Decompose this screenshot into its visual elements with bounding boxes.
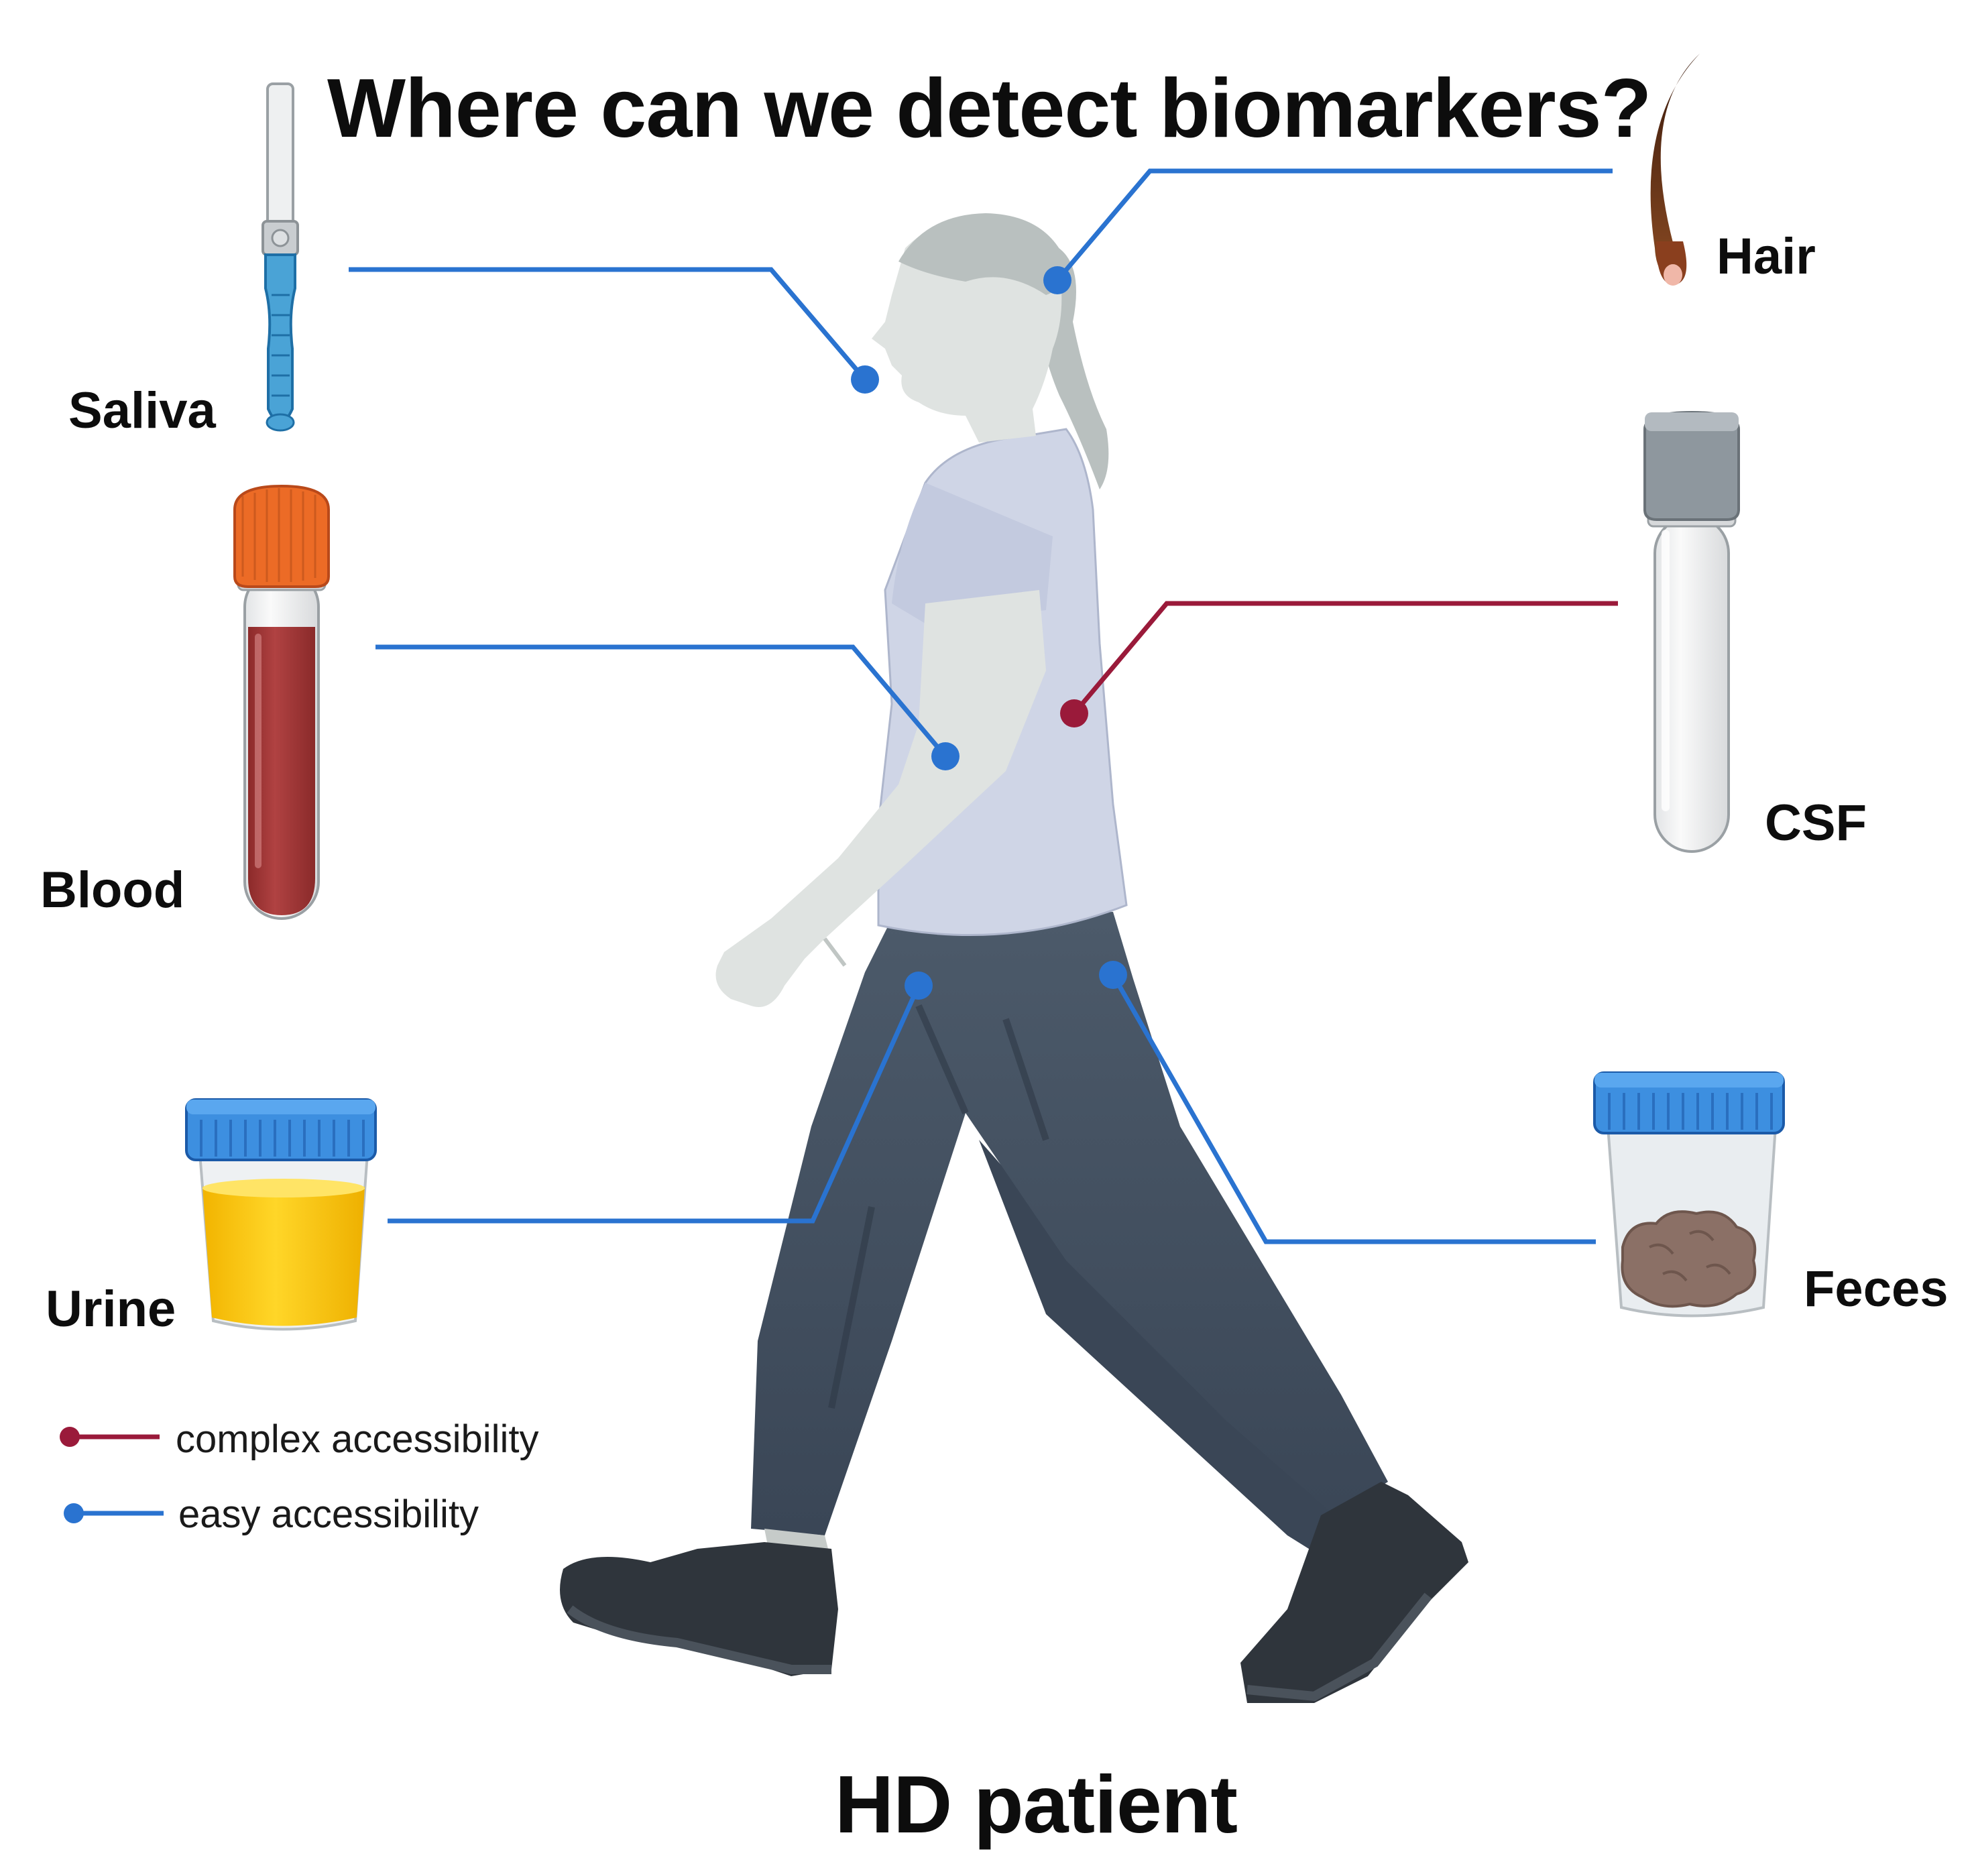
connector-lines [349,168,1618,1244]
feces-connector [1110,974,1596,1244]
blood-tube-icon [233,484,330,920]
saliva-swab-icon [262,82,299,432]
blood-connector [375,644,947,758]
label-saliva: Saliva [68,382,216,439]
urine-cup-icon [185,1098,377,1331]
hair-strand-icon [1650,54,1700,286]
hair-dot [1043,266,1071,294]
csf-dot [1060,699,1088,727]
diagram-subtitle: HD patient [835,1759,1238,1850]
walking-person-icon [560,213,1468,1703]
page-title: Where can we detect biomarkers? [327,62,1651,155]
blood-dot [931,742,960,770]
saliva-connector [349,267,867,382]
feces-dot [1099,961,1127,989]
label-feces: Feces [1804,1261,1949,1317]
label-urine: Urine [46,1281,176,1338]
csf-tube-icon [1643,410,1740,853]
csf-connector [1072,601,1618,715]
legend-complex-label: complex accessibility [176,1417,539,1461]
connector-dots [851,266,1127,1000]
feces-cup-icon [1593,1071,1785,1317]
label-hair: Hair [1717,228,1816,285]
legend-easy-label: easy accessibility [178,1492,479,1536]
label-blood: Blood [40,862,185,919]
label-csf: CSF [1765,795,1867,852]
legend-symbols [60,1427,164,1523]
saliva-dot [851,365,879,394]
urine-dot [905,972,933,1000]
hair-connector [1055,168,1613,282]
urine-connector [388,984,921,1224]
